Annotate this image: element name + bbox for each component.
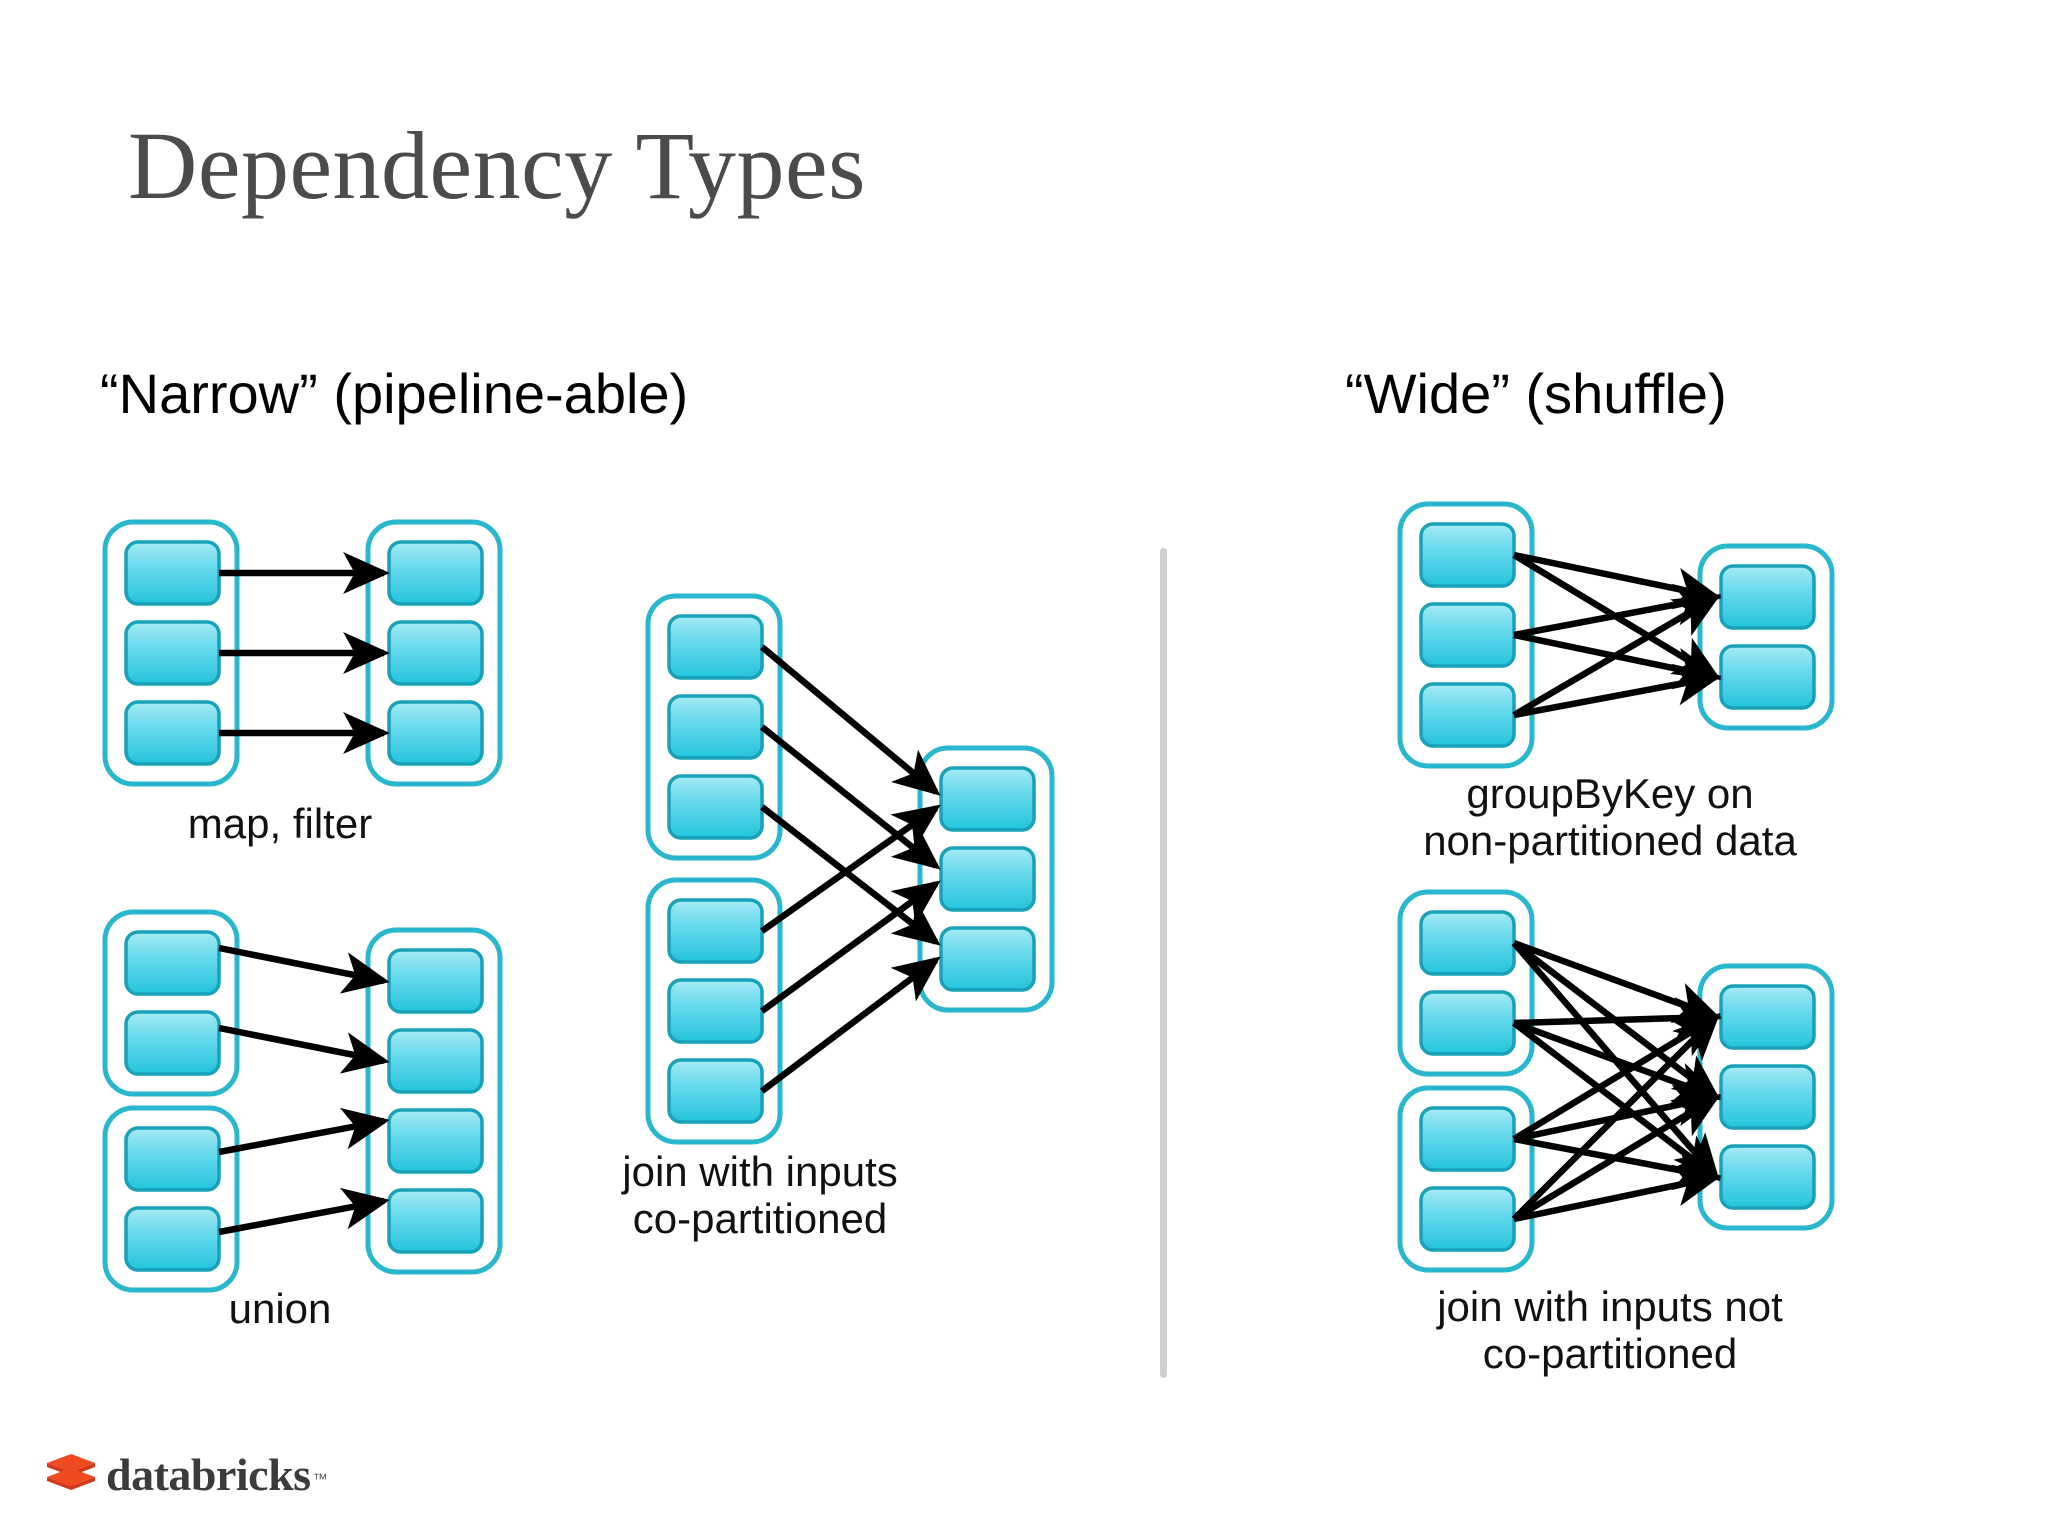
dependency-arrow	[1513, 663, 1722, 719]
partition-box	[1719, 984, 1816, 1050]
dependency-arrow	[218, 1024, 390, 1074]
partition-box	[939, 846, 1036, 912]
partition-box	[1419, 910, 1516, 976]
dependency-arrow	[1513, 551, 1722, 610]
rdd-container-source-b	[645, 877, 783, 1145]
partition-box	[387, 620, 484, 686]
caption-join-not-copartitioned: join with inputs not co-partitioned	[1437, 1283, 1783, 1378]
partition-box	[124, 1206, 221, 1272]
partition-box	[1719, 1144, 1816, 1210]
dependency-arrow	[218, 1187, 390, 1236]
diagram-join-copartitioned	[645, 593, 1055, 1145]
partition-box	[387, 948, 484, 1014]
rdd-container-source	[102, 519, 240, 787]
rdd-container-source-a	[1397, 889, 1535, 1077]
diagram-join-not-copartitioned	[1397, 889, 1835, 1273]
rdd-container-target	[365, 519, 503, 787]
dependency-arrow	[1512, 940, 1721, 1101]
partition-box	[124, 1126, 221, 1192]
dependency-arrow	[1511, 940, 1720, 1182]
partition-box	[1419, 1186, 1516, 1252]
rdd-container-source-b	[102, 1105, 240, 1293]
caption-group-by-key: groupByKey on non-partitioned data	[1423, 770, 1797, 865]
dependency-arrow	[1511, 1012, 1721, 1222]
partition-box	[387, 1188, 484, 1254]
partition-box	[1419, 1106, 1516, 1172]
partition-box	[939, 766, 1036, 832]
dependency-arrow	[1512, 1013, 1722, 1142]
dependency-arrow	[218, 944, 390, 994]
partition-box	[124, 540, 221, 606]
rdd-container-source	[1397, 501, 1535, 769]
caption-join-copartitioned: join with inputs co-partitioned	[622, 1148, 898, 1243]
partition-box	[387, 1108, 484, 1174]
column-divider	[1160, 548, 1167, 1378]
partition-box	[667, 774, 764, 840]
partition-box	[1719, 1064, 1816, 1130]
dependency-arrow	[760, 880, 941, 1014]
partition-box	[124, 700, 221, 766]
dependency-arrow	[1513, 1164, 1722, 1223]
partition-box	[124, 620, 221, 686]
dependency-arrow	[760, 804, 941, 934]
dependency-arrow	[1513, 997, 1722, 1040]
dependency-arrow	[1513, 1135, 1722, 1191]
rdd-container-target	[1697, 963, 1835, 1231]
partition-box	[667, 614, 764, 680]
partition-box	[667, 898, 764, 964]
databricks-wordmark: databricks	[106, 1449, 311, 1500]
partition-box	[387, 700, 484, 766]
column-heading-narrow: “Narrow” (pipeline-able)	[100, 362, 689, 425]
dependency-arrow	[760, 804, 941, 946]
rdd-container-target	[1697, 543, 1835, 731]
rdd-container-source-b	[1397, 1085, 1535, 1273]
partition-box	[387, 540, 484, 606]
dependency-arrow	[1513, 1084, 1722, 1143]
dependency-arrow	[760, 956, 941, 1094]
caption-union: union	[228, 1285, 332, 1332]
databricks-trademark: ™	[312, 1470, 328, 1488]
rdd-container-target	[365, 927, 503, 1275]
dependency-arrow	[1513, 583, 1722, 639]
dependency-arrow	[1513, 631, 1722, 690]
partition-box	[1419, 522, 1516, 588]
partition-box	[1419, 682, 1516, 748]
partition-box	[667, 978, 764, 1044]
dependency-arrow	[1512, 939, 1722, 1023]
dependency-arrow	[1512, 1093, 1722, 1222]
partition-box	[939, 926, 1036, 992]
dependency-arrow	[1512, 594, 1722, 718]
partition-box	[124, 930, 221, 996]
dependency-arrow	[218, 1107, 390, 1156]
databricks-brick-icon	[47, 1454, 95, 1490]
dependency-arrow	[759, 644, 941, 796]
partition-box	[1719, 644, 1816, 710]
dependency-arrow	[1512, 552, 1722, 681]
rdd-container-source-a	[645, 593, 783, 861]
column-heading-wide: “Wide” (shuffle)	[1345, 362, 1727, 425]
partition-box	[667, 1058, 764, 1124]
dependency-arrow	[759, 724, 941, 870]
dependency-arrow	[1512, 1020, 1721, 1181]
rdd-container-source-a	[102, 909, 240, 1097]
partition-box	[124, 1010, 221, 1076]
partition-box	[1719, 564, 1816, 630]
partition-box	[387, 1028, 484, 1094]
partition-box	[1419, 990, 1516, 1056]
diagram-map-filter	[102, 519, 503, 787]
caption-map-filter: map, filter	[187, 800, 373, 847]
rdd-container-target	[917, 745, 1055, 1013]
page-title: Dependency Types	[128, 112, 866, 219]
diagram-union	[102, 909, 503, 1293]
diagram-group-by-key	[1397, 501, 1835, 769]
dependency-arrow	[1512, 1019, 1722, 1103]
partition-box	[667, 694, 764, 760]
partition-box	[1419, 602, 1516, 668]
